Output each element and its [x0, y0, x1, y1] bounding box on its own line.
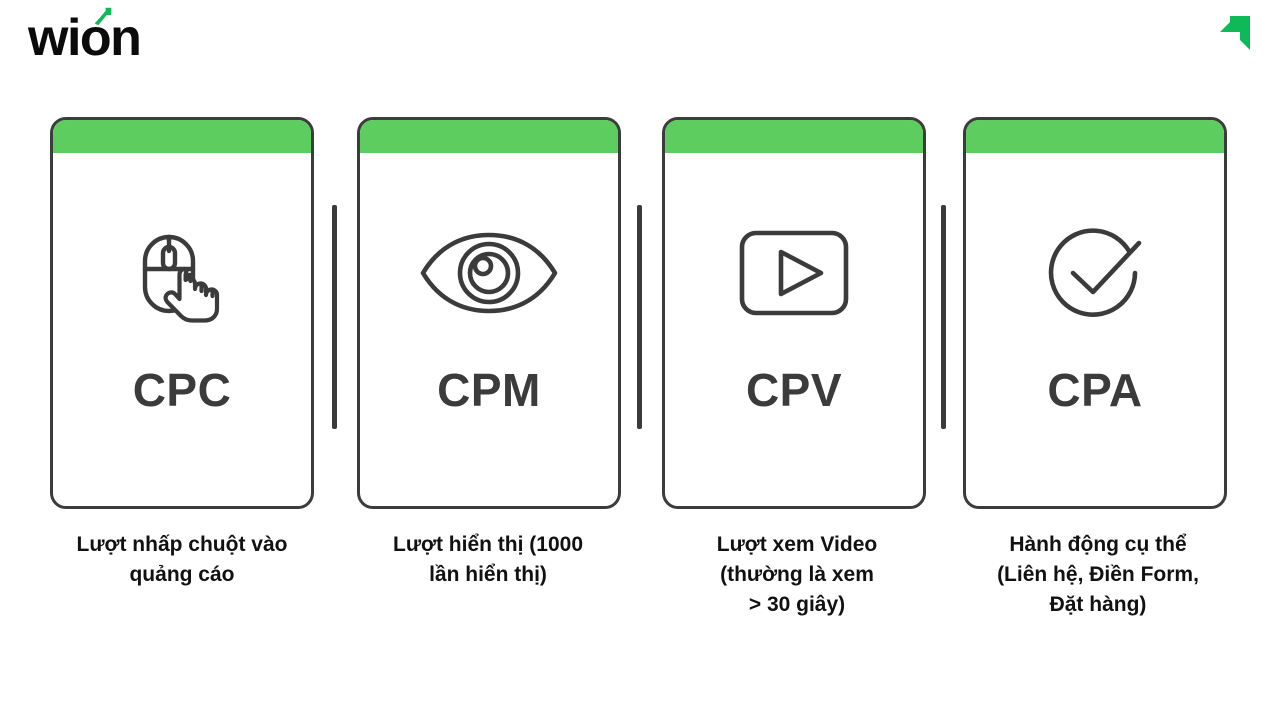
- brand-name-text: wion: [28, 9, 142, 67]
- check-circle-icon: [1043, 215, 1147, 331]
- card-row: CPC CPM: [0, 117, 1280, 517]
- card-code-cpm: CPM: [437, 364, 541, 416]
- divider-2: [637, 205, 642, 429]
- brand-logo: wion: [28, 7, 142, 67]
- video-play-icon: [739, 215, 849, 331]
- card-code-cpa: CPA: [1047, 364, 1143, 416]
- caption-cpc: Lượt nhấp chuột vào quảng cáo: [76, 533, 288, 586]
- card-header-accent-bar: [665, 120, 923, 153]
- caption-row: Lượt nhấp chuột vào quảng cáo Lượt hiển …: [0, 530, 1280, 650]
- card-slot-cpm: CPM: [357, 117, 621, 509]
- card-code-cpv: CPV: [745, 364, 843, 416]
- card-header-accent-bar: [966, 120, 1224, 153]
- divider-3: [941, 205, 946, 429]
- card-cpm[interactable]: CPM: [357, 117, 621, 509]
- card-cpa[interactable]: CPA: [963, 117, 1227, 509]
- card-cpc[interactable]: CPC: [50, 117, 314, 509]
- caption-cpm: Lượt hiển thị (1000 lần hiển thị): [393, 533, 583, 586]
- caption-cpv: Lượt xem Video (thường là xem > 30 giây): [716, 533, 878, 616]
- card-cpv[interactable]: CPV: [662, 117, 926, 509]
- eye-impression-icon: [419, 215, 559, 331]
- caption-cpa: Hành động cụ thể (Liên hệ, Điền Form, Đặ…: [997, 533, 1199, 616]
- green-arrow-up-right-icon: [1220, 16, 1250, 50]
- card-header-accent-bar: [53, 120, 311, 153]
- card-code-cpc: CPC: [132, 364, 232, 416]
- mouse-click-pointer-icon: [123, 215, 241, 331]
- card-slot-cpv: CPV: [662, 117, 926, 509]
- card-slot-cpc: CPC: [50, 117, 314, 509]
- card-slot-cpa: CPA: [963, 117, 1227, 509]
- card-header-accent-bar: [360, 120, 618, 153]
- divider-1: [332, 205, 337, 429]
- brand-wordmark: wion: [28, 7, 142, 67]
- green-arrow-up-right-icon: [94, 7, 112, 26]
